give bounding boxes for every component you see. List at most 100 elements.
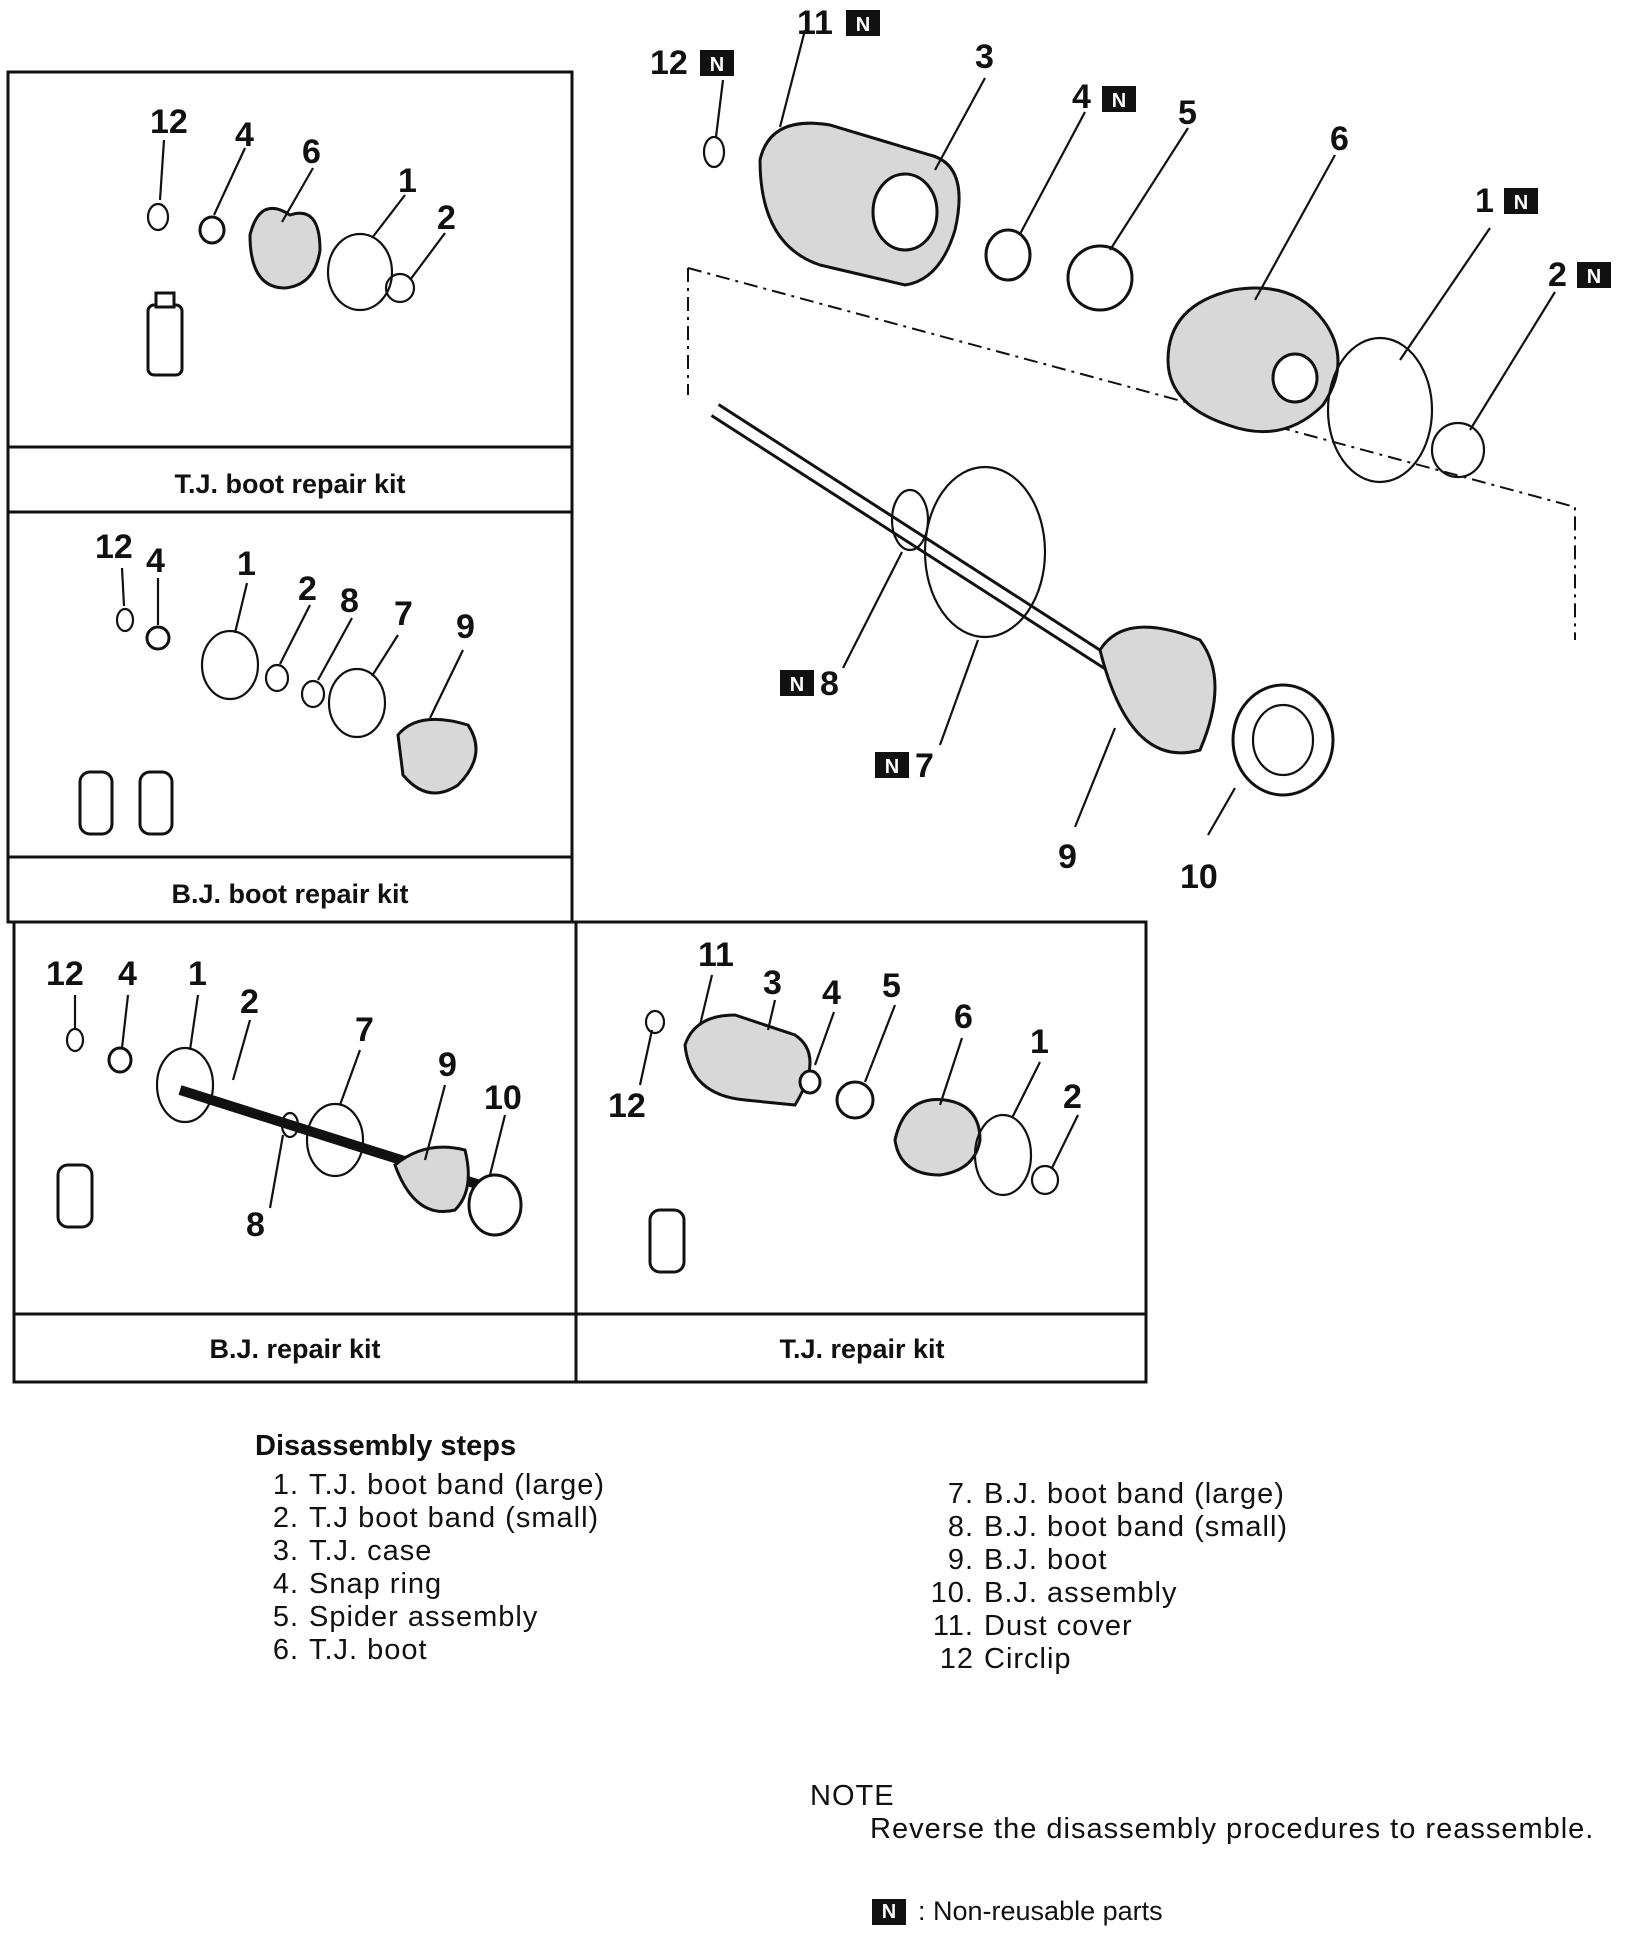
callout: 4 bbox=[146, 542, 165, 580]
bj-boot-band-large-part bbox=[327, 667, 387, 739]
grease-tube-part bbox=[56, 1163, 94, 1229]
nonreusable-badge: N bbox=[1102, 86, 1136, 112]
callout: 1 bbox=[1030, 1023, 1049, 1061]
tj-case-part bbox=[683, 1013, 812, 1107]
bj-boot-band-small-part bbox=[890, 488, 930, 552]
bj-boot-part bbox=[396, 717, 478, 795]
nonreusable-mark: N bbox=[1112, 90, 1126, 112]
snap-ring-part bbox=[798, 1069, 822, 1095]
nonreusable-badge: N bbox=[1577, 262, 1611, 288]
bj-repair-kit-parts: 12 4 1 2 7 9 10 8 bbox=[46, 955, 523, 1244]
grease-tube-part bbox=[146, 303, 184, 377]
disassembly-steps-right: 7.B.J. boot band (large) 8.B.J. boot ban… bbox=[930, 1478, 1288, 1676]
boot-band-small-part bbox=[384, 272, 416, 304]
callout: 9 bbox=[1058, 838, 1077, 876]
callout: 8 bbox=[246, 1206, 265, 1244]
boot-band-large-part bbox=[155, 1046, 215, 1124]
callout: 6 bbox=[302, 133, 321, 171]
callout: 2 bbox=[437, 199, 456, 237]
callout: 5 bbox=[1178, 94, 1197, 132]
circlip-part bbox=[146, 202, 170, 232]
circlip-part bbox=[702, 135, 726, 169]
step-item: 2.T.J boot band (small) bbox=[272, 1502, 600, 1534]
callout: 9 bbox=[438, 1046, 457, 1084]
snap-ring-part bbox=[107, 1046, 133, 1074]
step-item: 3.T.J. case bbox=[272, 1535, 433, 1567]
callout: 5 bbox=[882, 967, 901, 1005]
callout: 9 bbox=[456, 608, 475, 646]
kit-title-tj-repair: T.J. repair kit bbox=[779, 1334, 944, 1364]
callout: 7 bbox=[915, 747, 934, 785]
callout: 2 bbox=[240, 983, 259, 1021]
circlip-part bbox=[115, 607, 135, 633]
grease-tube-part bbox=[138, 770, 174, 836]
callout: 1 bbox=[237, 545, 256, 583]
bj-boot-part bbox=[393, 1145, 470, 1213]
nonreusable-badge: N bbox=[846, 10, 880, 36]
snap-ring-part bbox=[198, 215, 226, 245]
spider-assembly-part bbox=[1066, 244, 1134, 312]
tj-boot-band-large-part bbox=[1326, 336, 1434, 484]
snap-ring-part bbox=[984, 228, 1032, 282]
note-text: Reverse the disassembly procedures to re… bbox=[870, 1813, 1595, 1845]
circlip-part bbox=[644, 1009, 666, 1035]
tj-boot-part bbox=[1166, 286, 1340, 434]
grease-tube-part bbox=[648, 1208, 686, 1274]
callout: 8 bbox=[340, 582, 359, 620]
bj-boot-part bbox=[1098, 625, 1217, 755]
callout: 12 bbox=[95, 528, 133, 566]
bj-boot-band-small-part bbox=[280, 1111, 300, 1139]
kit-title-bj-repair: B.J. repair kit bbox=[209, 1334, 380, 1364]
nonreusable-badge: N bbox=[875, 752, 909, 778]
boot-band-small-part bbox=[264, 663, 290, 693]
tj-boot-band-small-part bbox=[1430, 421, 1486, 479]
bj-assembly-part bbox=[1231, 683, 1335, 797]
step-item: 5.Spider assembly bbox=[272, 1601, 539, 1633]
nonreusable-mark: N bbox=[856, 14, 870, 36]
steps-title: Disassembly steps bbox=[255, 1430, 517, 1462]
callout: 3 bbox=[763, 964, 782, 1002]
callout: 4 bbox=[235, 116, 254, 154]
step-item: 10.B.J. assembly bbox=[930, 1577, 1178, 1609]
callout: 2 bbox=[1063, 1078, 1082, 1116]
grease-tube-part bbox=[78, 770, 114, 836]
callout: 7 bbox=[355, 1011, 374, 1049]
step-item: 8.B.J. boot band (small) bbox=[947, 1511, 1289, 1543]
callout: 4 bbox=[822, 974, 841, 1012]
kit-title-tj-boot: T.J. boot repair kit bbox=[174, 469, 405, 499]
bj-assembly-part bbox=[467, 1173, 523, 1237]
boot-band-small-part bbox=[1030, 1164, 1060, 1196]
callout: 1 bbox=[1475, 182, 1494, 220]
grease-tube-cap bbox=[154, 291, 176, 309]
step-item: 7.B.J. boot band (large) bbox=[947, 1478, 1285, 1510]
callout: 6 bbox=[954, 998, 973, 1036]
tj-case-opening bbox=[871, 172, 939, 252]
disassembly-steps-left: Disassembly steps 1.T.J. boot band (larg… bbox=[255, 1430, 605, 1667]
nonreusable-legend-mark: N bbox=[872, 1898, 906, 1925]
callout: 1 bbox=[398, 162, 417, 200]
callout: 12 bbox=[650, 44, 688, 82]
nonreusable-mark: N bbox=[710, 54, 724, 76]
callout: 1 bbox=[188, 955, 207, 993]
dashed-boundary bbox=[687, 267, 1576, 640]
callout: 6 bbox=[1330, 120, 1349, 158]
snap-ring-part bbox=[145, 625, 171, 651]
callout: 7 bbox=[394, 595, 413, 633]
step-item: 1.T.J. boot band (large) bbox=[272, 1469, 606, 1501]
step-item: 6.T.J. boot bbox=[272, 1634, 428, 1666]
boot-band-large-part bbox=[200, 629, 260, 701]
kit-panels bbox=[6, 70, 1148, 1384]
nonreusable-mark: N bbox=[1514, 192, 1528, 214]
step-item: 9.B.J. boot bbox=[947, 1544, 1108, 1576]
callout: 11 bbox=[698, 936, 734, 974]
kit-title-bj-boot: B.J. boot repair kit bbox=[171, 879, 408, 909]
callout: 3 bbox=[975, 38, 994, 76]
callout: 4 bbox=[1072, 78, 1091, 116]
nonreusable-badge: N bbox=[1504, 188, 1538, 214]
callout: 8 bbox=[820, 665, 839, 703]
callout: 10 bbox=[1180, 858, 1218, 896]
main-exploded-view: 11 N 12 N 3 4 N 5 6 1 N 2 N N 8 N 7 9 10 bbox=[650, 4, 1611, 896]
tj-boot-part bbox=[893, 1098, 982, 1177]
callout: 4 bbox=[118, 955, 137, 993]
nonreusable-legend: N : Non-reusable parts bbox=[872, 1896, 1163, 1927]
